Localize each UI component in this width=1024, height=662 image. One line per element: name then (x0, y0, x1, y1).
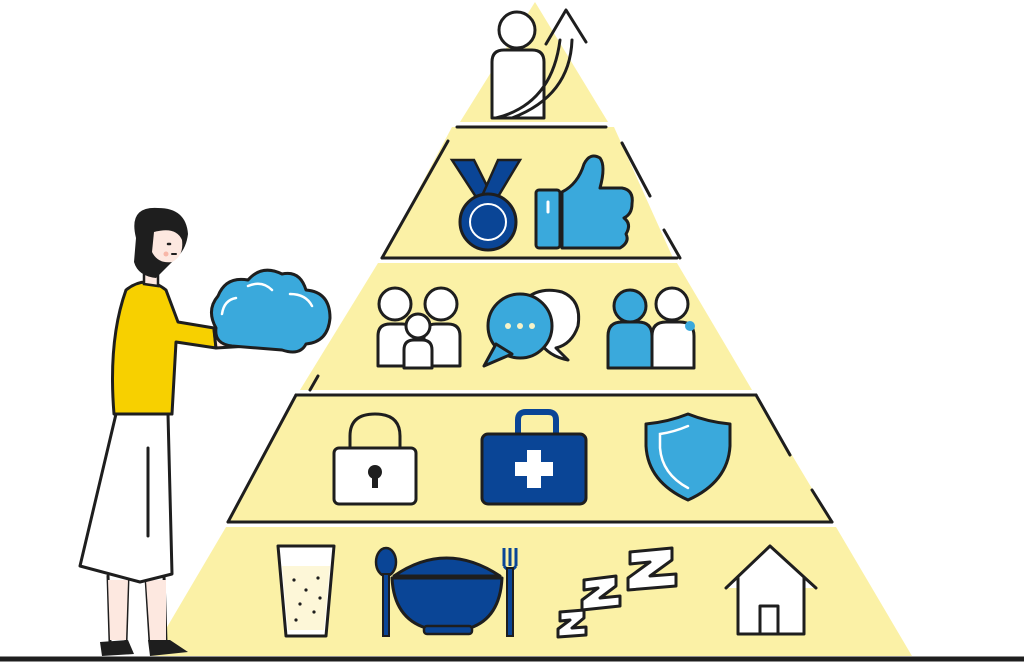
meal-bowl-icon (374, 546, 518, 637)
friends-icon (606, 286, 696, 370)
house-icon (724, 544, 818, 636)
chat-bubbles-icon (482, 288, 581, 368)
person-growth-arrow-icon (490, 8, 588, 120)
padlock-icon (332, 412, 418, 506)
family-icon (376, 286, 462, 370)
shield-icon (644, 412, 732, 502)
cloud-icon (210, 268, 332, 354)
woman-holding-cloud (78, 207, 332, 656)
water-glass-icon (276, 544, 336, 638)
thumbs-up-icon (534, 154, 634, 250)
first-aid-kit-icon (480, 409, 588, 506)
sleep-zzz-icon (556, 546, 678, 639)
medal-icon (449, 158, 523, 252)
tier-outlines (226, 125, 834, 524)
tier-physiological (150, 527, 912, 656)
